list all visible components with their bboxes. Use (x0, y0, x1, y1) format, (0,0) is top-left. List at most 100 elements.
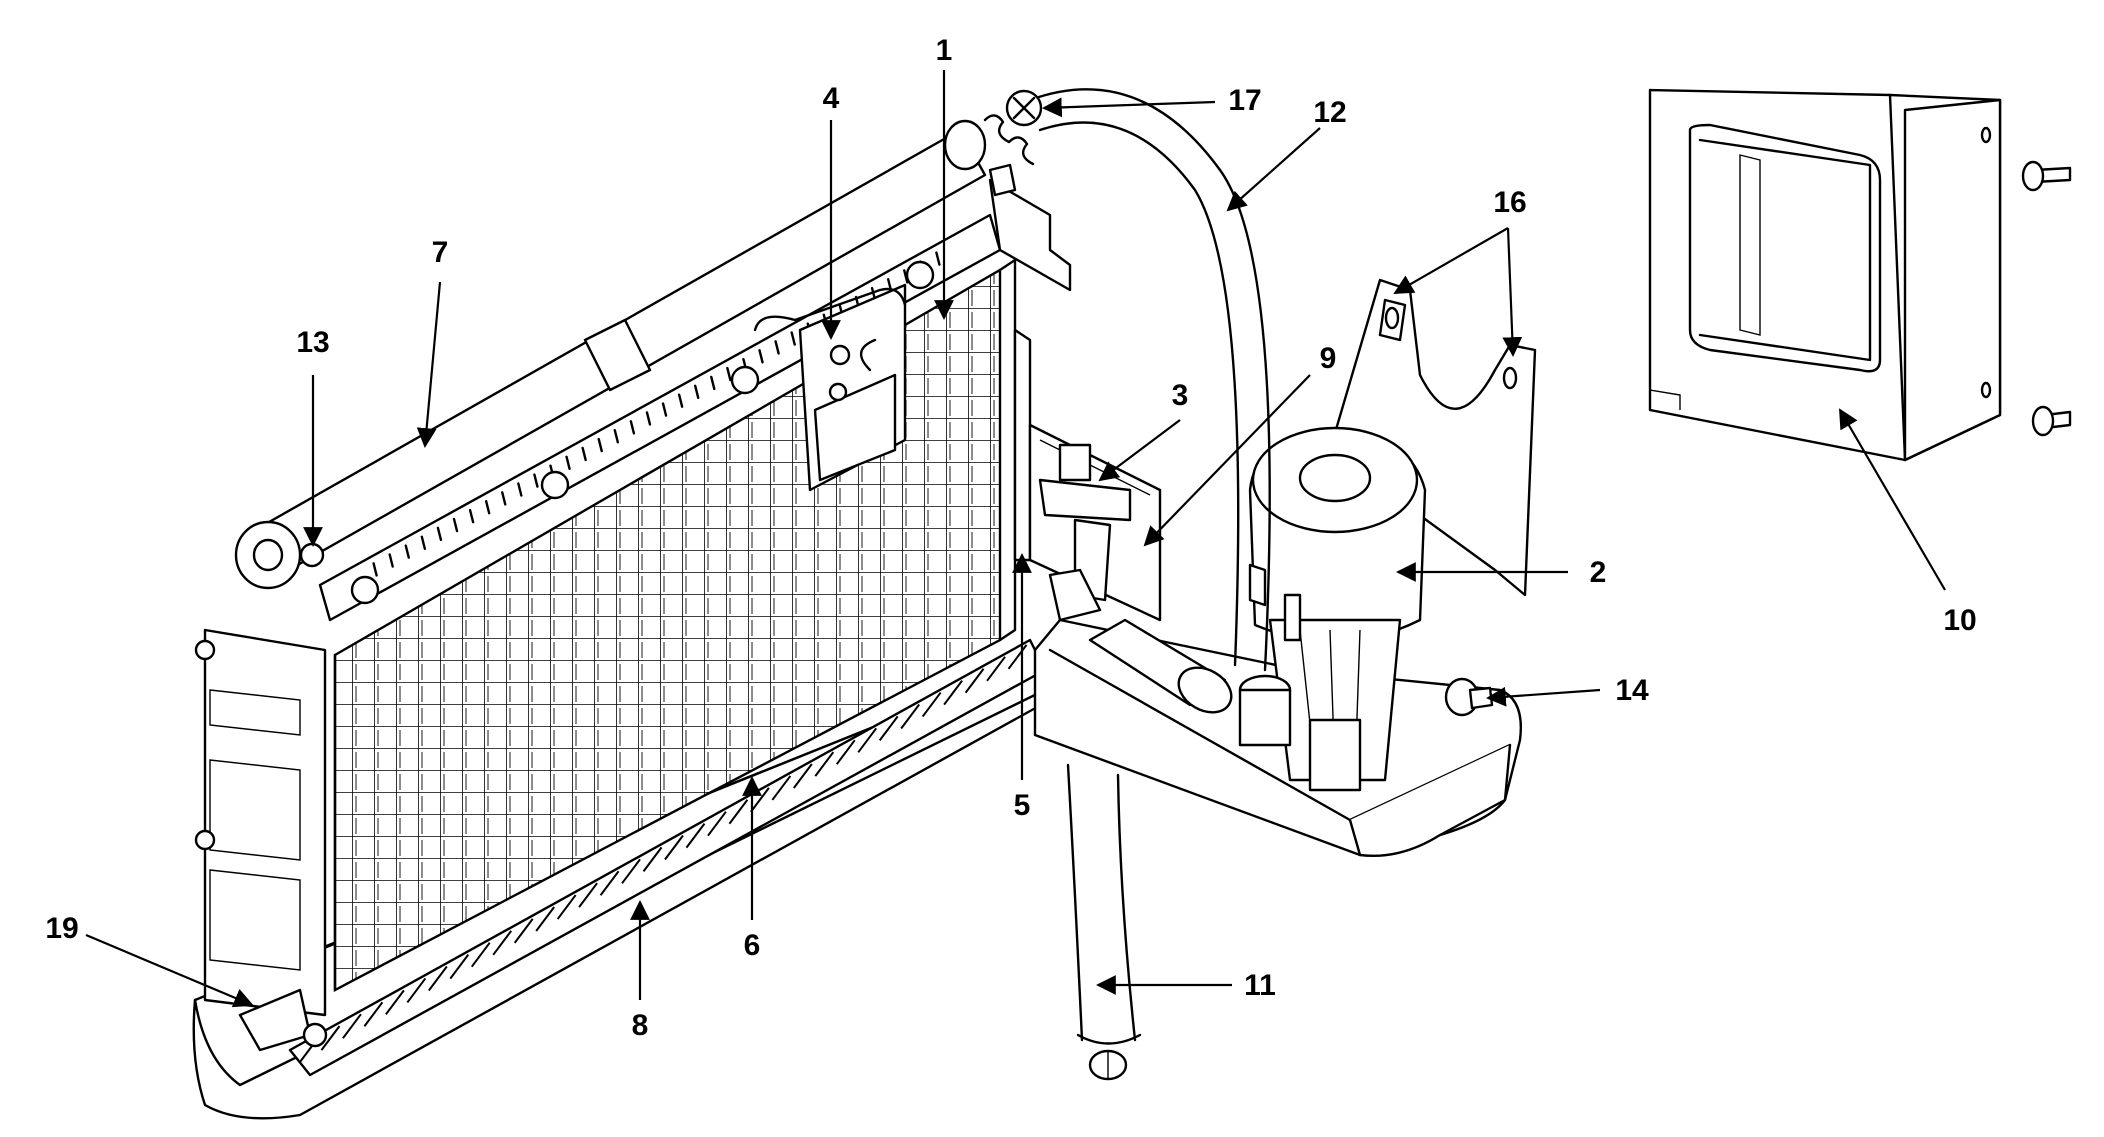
hatch-line (771, 775, 792, 801)
rail-slot (629, 420, 636, 435)
hatch-line (685, 822, 706, 849)
hatch-line (900, 703, 920, 730)
water-valve (1038, 443, 1132, 622)
hatch-line (621, 858, 641, 884)
callout-12: 12 (1313, 96, 1346, 129)
spring-coupling (983, 114, 1035, 197)
callout-4: 4 (823, 82, 840, 115)
rail-slot (501, 491, 507, 506)
rail-slot (597, 437, 603, 453)
hatch-line (320, 1025, 341, 1051)
hatch-line (513, 918, 534, 944)
hatch-line (449, 954, 470, 980)
hatch-line (535, 906, 555, 932)
hatch-line (707, 811, 727, 837)
rail-slot (645, 411, 652, 426)
rail-slot (935, 251, 941, 266)
pump-motor (1248, 426, 1427, 792)
callout-17: 17 (1228, 84, 1261, 117)
tray-latch (238, 988, 328, 1052)
hatch-line (835, 739, 856, 765)
hatch-line (428, 965, 448, 992)
leader-16a (1393, 227, 1509, 294)
drain-fitting (1238, 674, 1292, 747)
leader-lines (85, 70, 1946, 1008)
hose-clamp (1005, 89, 1043, 127)
rail-slot (903, 269, 909, 284)
hatch-line (878, 715, 899, 741)
hatch-line (814, 751, 835, 777)
callout-1: 1 (936, 34, 953, 67)
rail-slot (372, 562, 378, 577)
hatch-line (664, 834, 684, 861)
leader-9 (1143, 374, 1311, 547)
capacitor (1088, 618, 1233, 714)
leader-12 (1226, 127, 1321, 212)
hatch-line (728, 799, 749, 825)
hatch-line (921, 691, 942, 718)
rail-slot (581, 446, 587, 462)
callout-5: 5 (1014, 789, 1031, 822)
rail-slot (677, 393, 684, 408)
leader-14 (1486, 686, 1601, 707)
callout-13: 13 (296, 326, 329, 359)
callout-3: 3 (1172, 379, 1189, 412)
hatch-line (986, 656, 1006, 682)
hatch-line (750, 787, 770, 813)
rail-slot (468, 508, 475, 524)
hatch-line (943, 680, 963, 706)
rail-slot (694, 384, 700, 399)
rail-slot (661, 402, 668, 417)
hatch-line (406, 977, 427, 1004)
rail-slot (613, 429, 619, 444)
callout-labels: 1 2 3 4 5 6 7 8 9 10 11 12 13 14 16 17 1… (45, 34, 1976, 1042)
hatch-line (857, 727, 878, 753)
hatch-line (599, 870, 620, 896)
callout-8: 8 (632, 1009, 649, 1042)
callout-14: 14 (1615, 674, 1649, 707)
rail-slot (452, 517, 459, 533)
hatch-line (385, 989, 405, 1015)
callout-7: 7 (432, 236, 449, 269)
rail-slot (726, 366, 732, 382)
hatch-line (492, 930, 513, 956)
callout-2: 2 (1590, 556, 1607, 589)
rail-slot (404, 544, 410, 559)
callout-11: 11 (1244, 969, 1276, 1002)
callout-16: 16 (1493, 186, 1526, 219)
leader-16b (1502, 227, 1523, 357)
hatch-line (470, 942, 491, 968)
cover-screws (2021, 160, 2072, 437)
mounting-bracket (1328, 278, 1537, 597)
rail-slot (517, 482, 523, 497)
rail-slot (533, 473, 539, 488)
front-cover (1648, 88, 2002, 462)
callout-19: 19 (45, 912, 78, 945)
callout-10: 10 (1943, 604, 1976, 637)
hatch-line (363, 1001, 384, 1027)
leader-7 (416, 281, 442, 448)
rail-slot (388, 553, 394, 568)
rail-slot (790, 331, 796, 346)
rail-slot (484, 500, 491, 515)
rail-slot (758, 349, 764, 364)
drain-hose (1066, 763, 1142, 1081)
rail-slot (774, 340, 780, 355)
hatch-line (578, 882, 598, 908)
heater-tube (234, 119, 987, 590)
rail-slot (710, 375, 716, 391)
callout-9: 9 (1320, 342, 1337, 375)
hatch-line (342, 1013, 362, 1039)
rail-slot (565, 455, 571, 471)
rail-slot (420, 535, 427, 550)
hatch-line (1007, 644, 1028, 670)
leader-10 (1839, 408, 1946, 591)
hatch-line (556, 894, 577, 920)
callout-6: 6 (744, 929, 761, 962)
hatch-line (964, 668, 985, 694)
leader-19 (85, 933, 254, 1008)
rail-slot (436, 526, 443, 542)
hatch-line (793, 763, 813, 789)
hatch-line (642, 846, 663, 873)
